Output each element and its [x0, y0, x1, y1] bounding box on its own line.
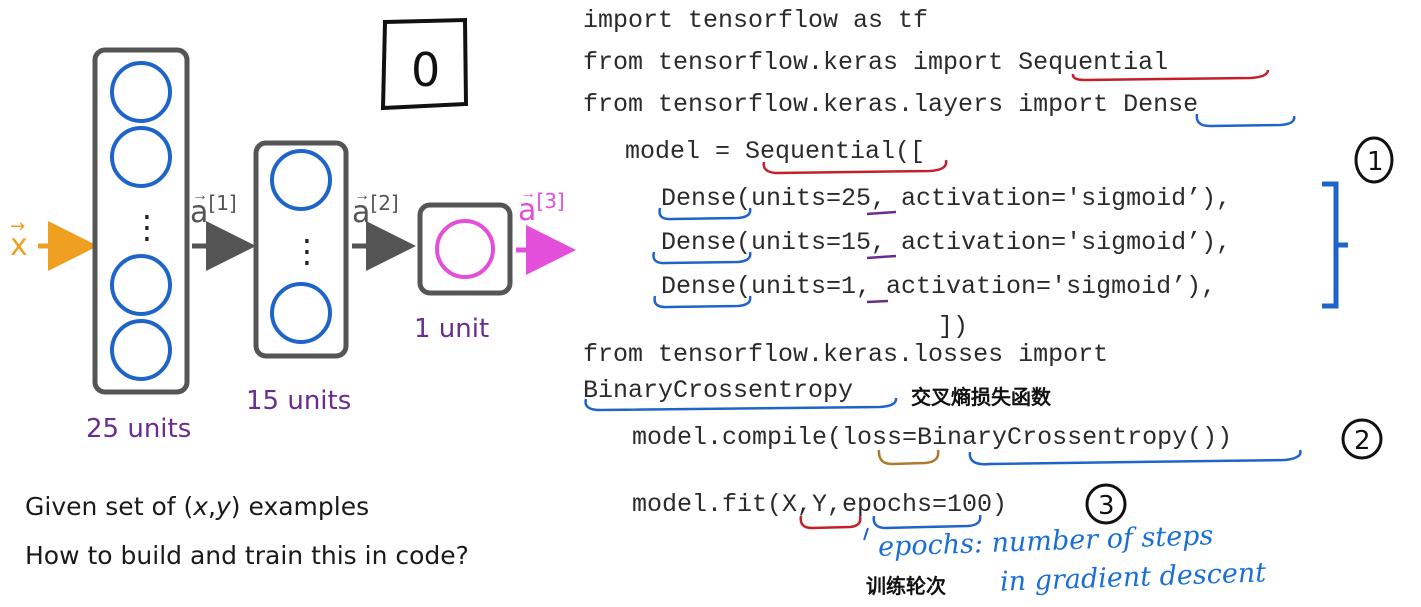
- layer-2-box: [253, 140, 349, 359]
- step-3-label: 3: [1098, 491, 1115, 521]
- layer-2-ellipsis: ⋮: [291, 232, 323, 270]
- layer-2-neuron: [270, 149, 332, 211]
- output-neuron: [435, 219, 495, 279]
- dense-layers-brace: [1322, 181, 1348, 309]
- code-line-dense-25: Dense(units=25, activation='sigmoid’),: [661, 184, 1232, 213]
- pointer-epochs: [863, 527, 869, 541]
- step-1-circle: [1354, 136, 1394, 184]
- layer-1-box: [92, 47, 190, 395]
- code-line-import-tf: import tensorflow as tf: [583, 6, 929, 35]
- zero-label: 0: [411, 43, 440, 97]
- handwritten-epochs-note-1: epochs: number of steps: [877, 520, 1214, 563]
- layer-1-units-label: 25 units: [86, 414, 191, 444]
- code-line-dense-15: Dense(units=15, activation='sigmoid’),: [661, 228, 1232, 257]
- neural-network-diagram: x → ⋮ a[1] → ⋮ a[2] → a[3] → 25 units 15…: [10, 17, 576, 444]
- step-2-label: 2: [1354, 426, 1371, 456]
- layer-1-neuron: [110, 319, 172, 381]
- code-line-dense-1: Dense(units=1, activation='sigmoid’),: [661, 272, 1217, 301]
- underline-dense-import: [1195, 113, 1296, 128]
- vector-arrow: →: [354, 187, 370, 204]
- code-line-fit: model.fit(X,Y,epochs=100): [632, 490, 1008, 519]
- variable-y: y: [216, 492, 231, 521]
- layer-1-neuron: [110, 254, 172, 316]
- zero-box: [380, 17, 469, 111]
- step-3-circle: [1085, 483, 1127, 525]
- variable-x: x: [193, 492, 209, 521]
- handwritten-epochs-note-2: in gradient descent: [999, 557, 1267, 598]
- vector-arrow: →: [520, 185, 536, 202]
- code-line-import-sequential: from tensorflow.keras import Sequential: [583, 48, 1169, 77]
- layer-1-neuron: [110, 61, 172, 123]
- activation-a1-label: a[1]: [190, 191, 237, 230]
- code-line-binary-crossentropy: BinaryCrossentropy: [583, 376, 854, 405]
- layer-3-units-label: 1 unit: [414, 314, 489, 344]
- question-line-1: Given set of (x,y) examples: [25, 492, 369, 521]
- chinese-loss-note: 交叉熵损失函数: [911, 385, 1051, 409]
- code-line-import-dense: from tensorflow.keras.layers import Dens…: [583, 90, 1199, 119]
- step-1-label: 1: [1367, 147, 1384, 177]
- layer-1-neuron: [110, 126, 172, 188]
- code-line-compile: model.compile(loss=BinaryCrossentropy()): [632, 423, 1233, 452]
- vector-arrow: →: [192, 187, 208, 204]
- question-text: ) examples: [230, 492, 370, 521]
- question-line-2: How to build and train this in code?: [25, 541, 469, 570]
- activation-a3-label: a[3]: [518, 189, 565, 228]
- layer-2-units-label: 15 units: [246, 386, 351, 416]
- layer-1-ellipsis: ⋮: [131, 208, 163, 246]
- input-x-label: x: [10, 228, 28, 263]
- question-text: Given set of (: [25, 492, 194, 521]
- chinese-epochs-note: 训练轮次: [866, 574, 946, 598]
- step-2-circle: [1341, 418, 1383, 460]
- comma: ,: [208, 492, 216, 521]
- input-vector-arrow: →: [10, 216, 25, 237]
- activation-a2-label: a[2]: [352, 191, 399, 230]
- code-line-model-sequential: model = Sequential([: [625, 137, 926, 166]
- code-line-close-list: ]): [938, 312, 969, 341]
- layer-2-neuron: [270, 282, 332, 344]
- output-layer-box: [417, 202, 513, 296]
- code-line-import-losses: from tensorflow.keras.losses import: [583, 340, 1109, 369]
